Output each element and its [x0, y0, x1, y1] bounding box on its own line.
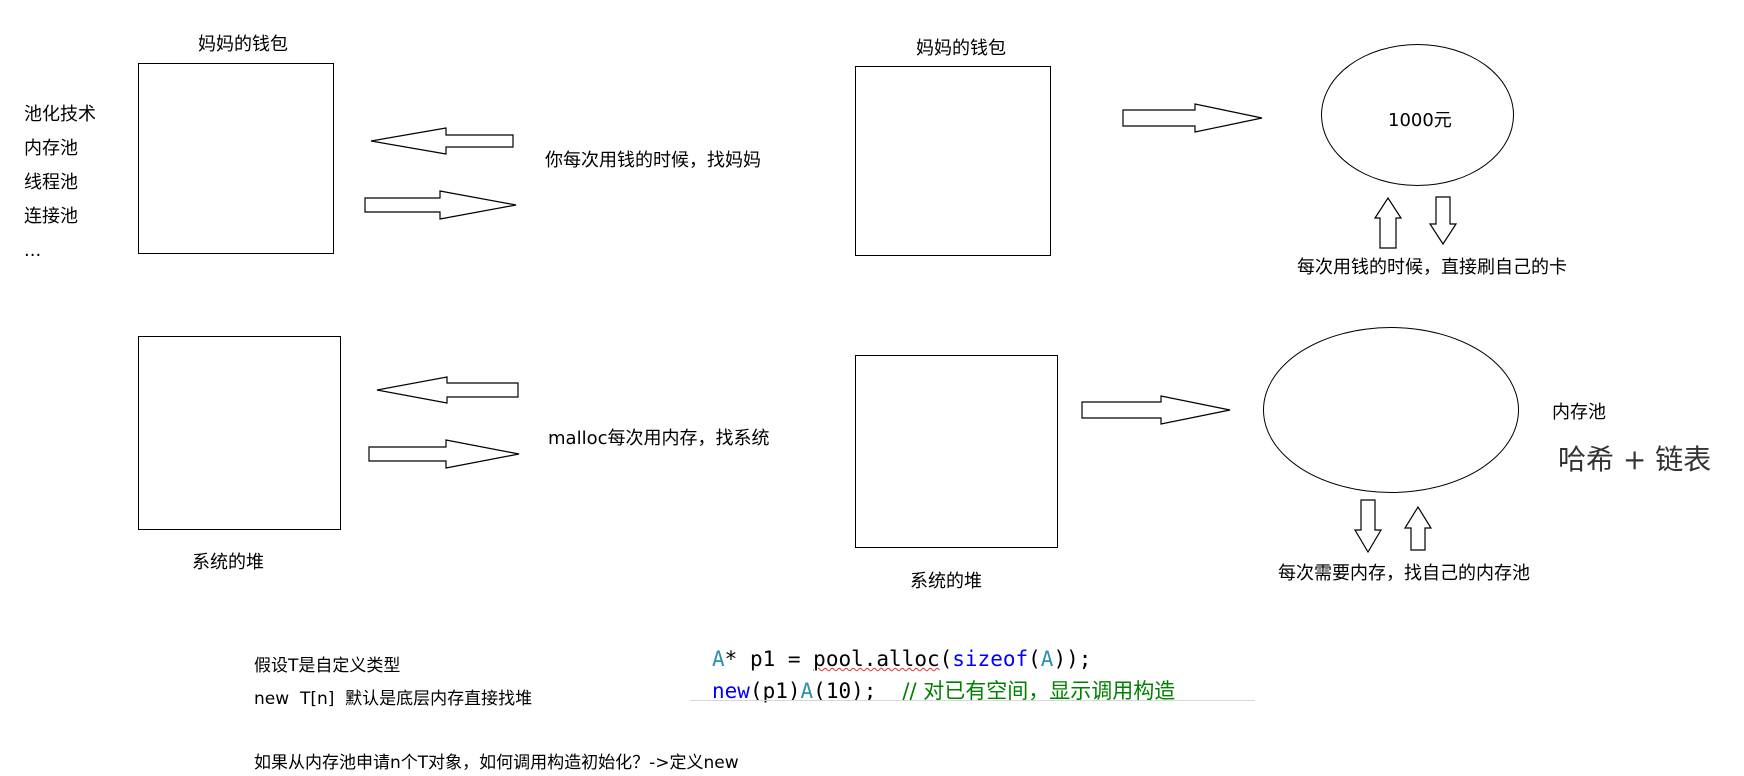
code-placement-arg: (p1): [749, 679, 801, 703]
mom-wallet-box-left: [138, 63, 334, 254]
top-left-title: 妈妈的钱包: [198, 34, 288, 55]
code-pool-alloc: pool.alloc: [813, 647, 940, 671]
code-ctor: A: [800, 679, 814, 703]
card-ellipse: [1321, 44, 1514, 186]
code-divider: [690, 700, 1255, 701]
arrow-left-icon: [376, 376, 519, 404]
arrow-right-icon: [364, 190, 517, 220]
pooling-list-item: 线程池: [24, 172, 78, 193]
arrow-right-icon: [1081, 395, 1231, 425]
top-left-caption: 你每次用钱的时候，找妈妈: [545, 150, 761, 171]
code-type-a: A: [712, 647, 725, 671]
note-line-1: 假设T是自定义类型: [254, 656, 401, 676]
mom-wallet-box-right: [855, 66, 1051, 256]
arrow-left-icon: [370, 127, 514, 155]
memory-pool-ellipse: [1263, 327, 1519, 493]
code-close: ));: [1053, 647, 1092, 671]
code-sizeof-arg: A: [1040, 647, 1054, 671]
code-new-keyword: new: [712, 679, 750, 703]
arrow-down-icon: [1428, 196, 1458, 246]
code-sizeof: sizeof: [952, 647, 1029, 671]
bottom-left-title: 系统的堆: [192, 552, 264, 573]
card-ellipse-text: 1000元: [1388, 110, 1452, 131]
hash-plus-list-formula: 哈希 + 链表: [1558, 443, 1712, 476]
system-heap-box-right: [855, 355, 1058, 548]
arrow-right-icon: [1122, 103, 1263, 133]
pooling-list-item: 池化技术: [24, 104, 96, 125]
code-line-1: A* p1 = pool.alloc(sizeof(A));: [712, 647, 1091, 671]
code-line-2: new(p1)A(10); // 对已有空间，显示调用构造: [712, 675, 1175, 705]
pooling-list-item: ...: [24, 240, 42, 261]
system-heap-box-left: [138, 336, 341, 530]
arrow-right-icon: [368, 439, 520, 469]
pooling-list-item: 内存池: [24, 138, 78, 159]
bottom-right-caption: 每次需要内存，找自己的内存池: [1278, 563, 1530, 584]
code-ctor-args: (10);: [813, 679, 877, 703]
pooling-list: 池化技术 内存池 线程池 连接池 ...: [24, 98, 96, 268]
top-right-title: 妈妈的钱包: [916, 38, 1006, 59]
code-paren-2: (: [1028, 647, 1041, 671]
code-ptr-decl: * p1 =: [724, 647, 814, 671]
pooling-list-item: 连接池: [24, 206, 78, 227]
arrow-up-icon: [1373, 196, 1403, 249]
bottom-right-title: 系统的堆: [910, 571, 982, 592]
note-line-3: 如果从内存池申请n个T对象，如何调用构造初始化？->定义new: [254, 753, 739, 773]
code-paren: (: [939, 647, 953, 671]
arrow-up-icon: [1403, 505, 1433, 551]
bottom-left-caption: malloc每次用内存，找系统: [548, 428, 770, 449]
note-line-2: new T[n] 默认是底层内存直接找堆: [254, 689, 533, 709]
arrow-down-icon: [1353, 499, 1383, 554]
memory-pool-label: 内存池: [1552, 402, 1606, 423]
top-right-caption: 每次用钱的时候，直接刷自己的卡: [1297, 257, 1567, 278]
code-comment: // 对已有空间，显示调用构造: [902, 679, 1176, 703]
